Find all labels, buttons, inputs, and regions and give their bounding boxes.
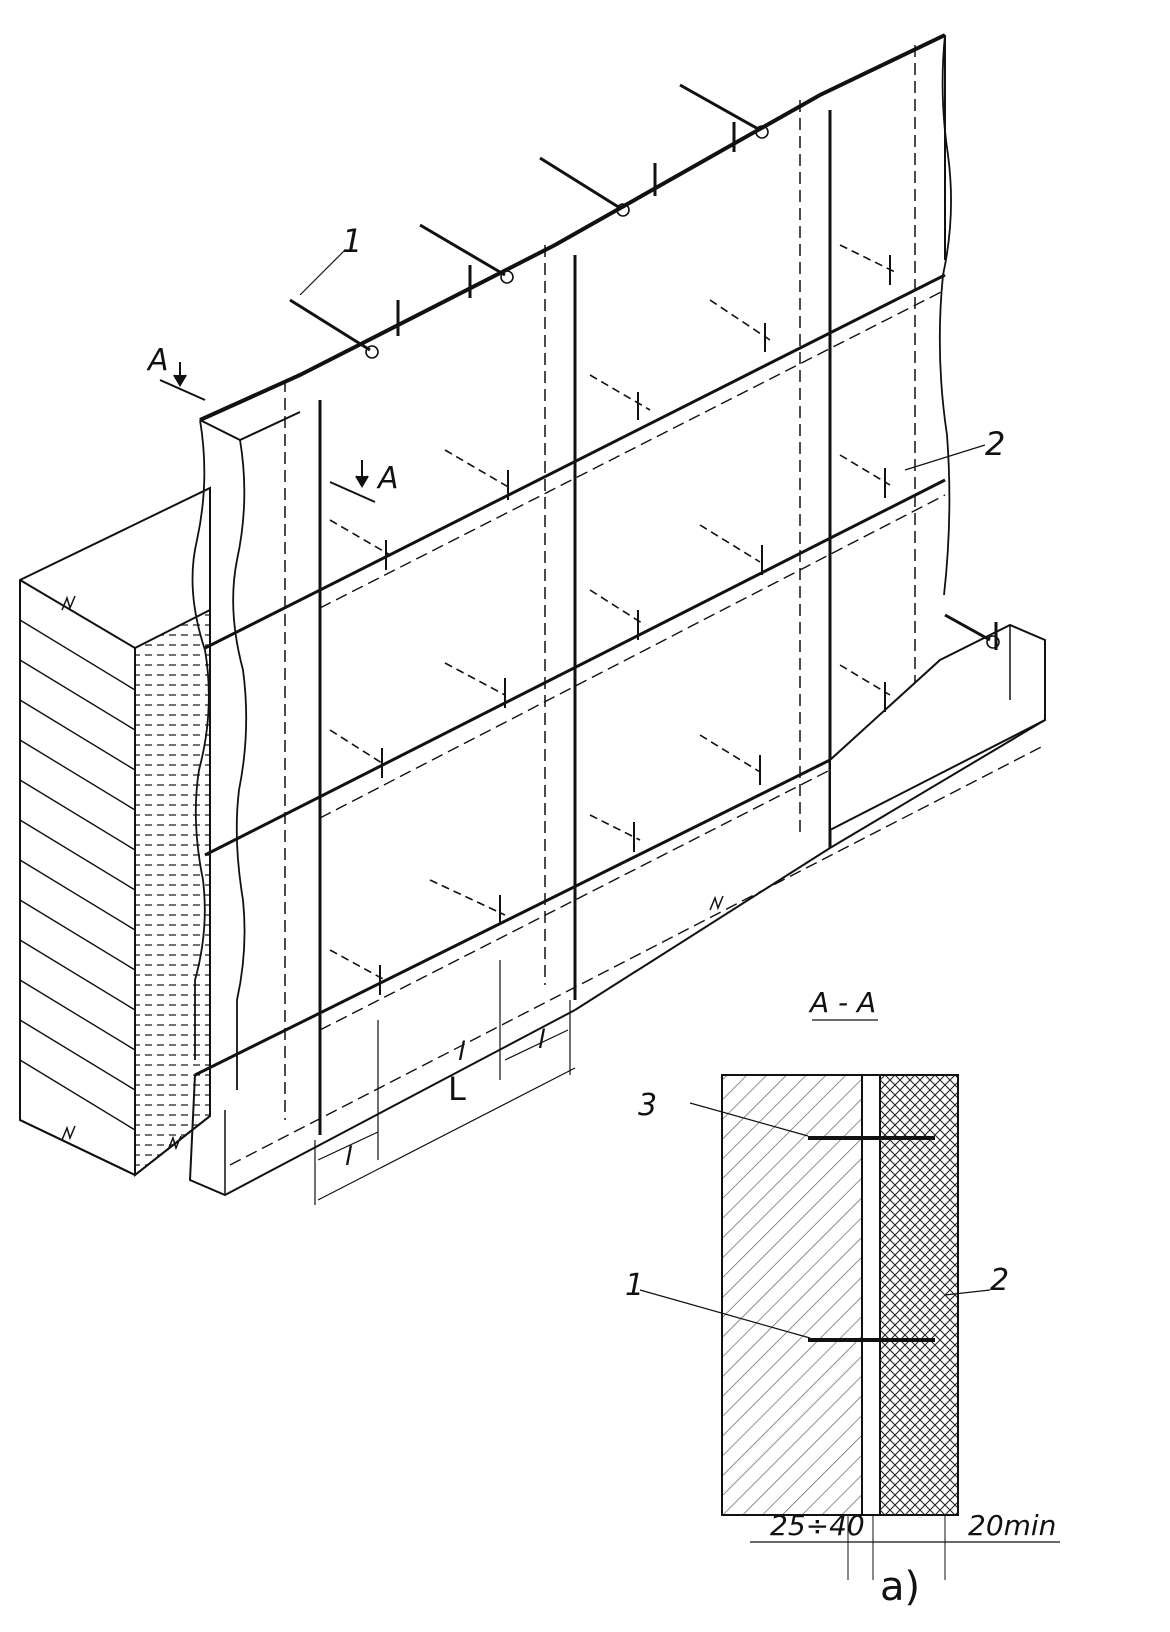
dimension-l-mid: l — [458, 1037, 466, 1067]
marker-2-main: 2 — [985, 425, 1005, 463]
dimension-L-label: L — [448, 1070, 466, 1108]
section-detail — [639, 1019, 1060, 1580]
dimension-min-label: 20min — [968, 1509, 1056, 1542]
facing-panels — [188, 33, 1046, 1197]
section-title: A - A — [808, 986, 876, 1019]
figure-caption: a) — [880, 1564, 920, 1610]
anchors — [289, 83, 1000, 995]
dimension-l-left: l — [345, 1142, 353, 1172]
section-marker-1: 1 — [625, 1268, 644, 1303]
brick-wall — [19, 486, 211, 1178]
section-marker-2: 2 — [990, 1263, 1009, 1298]
section-marker-3: 3 — [638, 1088, 657, 1123]
section-mark-upper — [159, 362, 206, 401]
dimension-gap-label: 25÷40 — [770, 1509, 865, 1542]
section-mark-label-lower: A — [376, 461, 399, 496]
section-mark-lower — [329, 460, 376, 503]
dimension-l-right: l — [538, 1025, 546, 1055]
section-mark-label-upper: A — [146, 343, 169, 378]
dimension-lines — [314, 960, 576, 1205]
marker-1-main: 1 — [342, 222, 362, 260]
